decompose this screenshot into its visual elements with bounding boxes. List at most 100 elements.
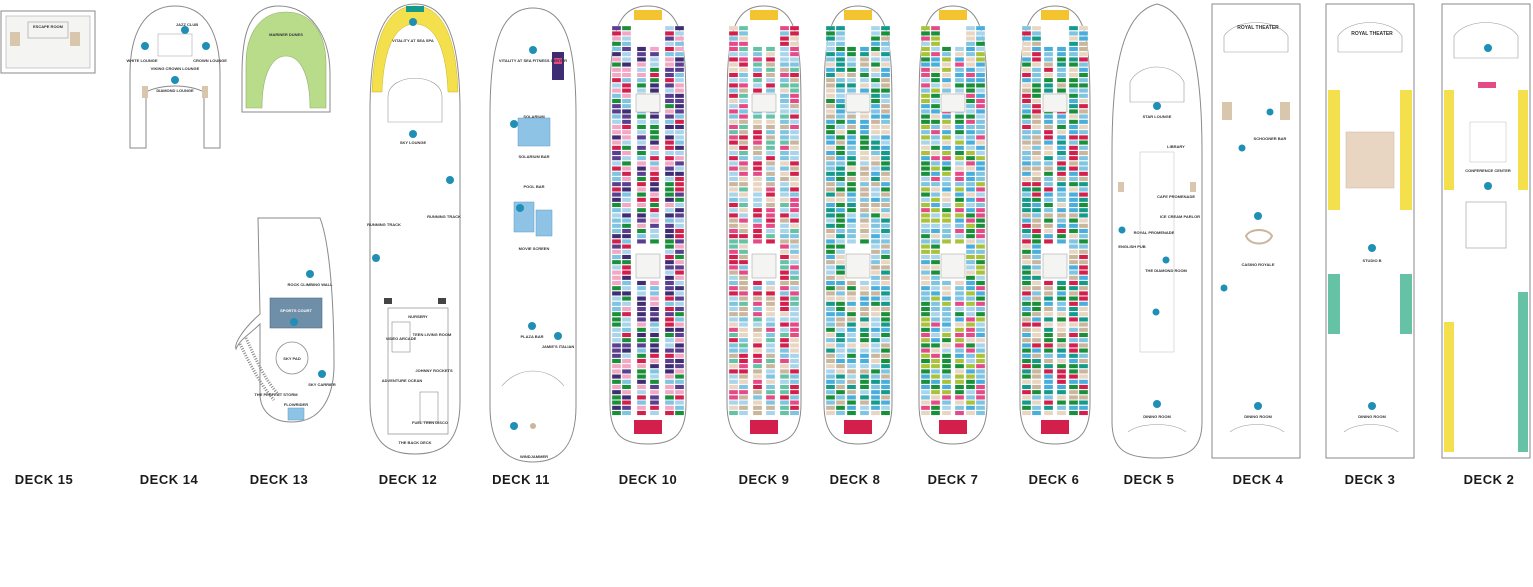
cabin[interactable] [880,197,891,203]
cabin[interactable] [870,249,881,255]
cabin[interactable] [636,145,647,151]
cabin[interactable] [765,46,776,52]
cabin[interactable] [1043,114,1054,119]
cabin[interactable] [920,311,931,317]
cabin[interactable] [649,155,660,161]
cabin[interactable] [728,176,739,182]
cabin[interactable] [1056,77,1067,83]
cabin[interactable] [649,187,660,192]
cabin[interactable] [636,124,647,130]
cabin[interactable] [870,353,881,359]
cabin[interactable] [920,270,931,275]
cabin[interactable] [954,187,965,192]
cabin[interactable] [728,285,739,291]
cabin[interactable] [664,374,675,379]
cabin[interactable] [611,145,622,151]
cabin[interactable] [954,197,965,203]
cabin[interactable] [728,129,739,135]
cabin[interactable] [664,353,675,359]
cabin[interactable] [859,192,870,197]
cabin[interactable] [765,166,776,171]
cabin[interactable] [738,93,749,99]
cabin[interactable] [920,67,931,73]
cabin[interactable] [1078,36,1089,41]
cabin[interactable] [752,405,763,411]
cabin[interactable] [859,317,870,322]
cabin[interactable] [920,103,931,109]
cabin[interactable] [975,109,986,114]
cabin[interactable] [870,291,881,296]
cabin[interactable] [1043,202,1054,208]
cabin[interactable] [835,67,846,73]
cabin[interactable] [1021,46,1032,52]
cabin[interactable] [789,93,800,99]
cabin[interactable] [870,36,881,41]
cabin[interactable] [825,285,836,291]
cabin[interactable] [965,46,976,52]
cabin[interactable] [1043,285,1054,291]
cabin[interactable] [1021,228,1032,234]
cabin[interactable] [859,155,870,161]
cabin[interactable] [789,228,800,234]
cabin[interactable] [975,161,986,166]
cabin[interactable] [954,322,965,327]
cabin[interactable] [859,363,870,369]
cabin[interactable] [611,181,622,187]
cabin[interactable] [611,93,622,99]
cabin[interactable] [738,181,749,187]
cabin[interactable] [1043,72,1054,78]
cabin[interactable] [859,197,870,203]
cabin[interactable] [870,254,881,260]
cabin[interactable] [835,41,846,47]
cabin[interactable] [738,62,749,67]
cabin[interactable] [1043,145,1054,151]
cabin[interactable] [664,67,675,73]
cabin[interactable] [621,155,632,161]
cabin[interactable] [611,379,622,385]
cabin[interactable] [880,187,891,192]
cabin[interactable] [975,145,986,151]
cabin[interactable] [674,322,685,327]
cabin[interactable] [941,353,952,359]
cabin[interactable] [1078,109,1089,114]
cabin[interactable] [1068,233,1079,239]
cabin[interactable] [752,322,763,327]
cabin[interactable] [738,244,749,249]
cabin[interactable] [930,410,941,416]
cabin[interactable] [975,358,986,364]
cabin[interactable] [846,202,857,208]
cabin[interactable] [975,181,986,187]
cabin[interactable] [965,228,976,234]
cabin[interactable] [846,327,857,333]
cabin[interactable] [621,233,632,239]
cabin[interactable] [1078,103,1089,109]
cabin[interactable] [1056,62,1067,67]
cabin[interactable] [621,296,632,301]
cabin[interactable] [636,88,647,93]
cabin[interactable] [621,317,632,322]
cabin[interactable] [870,265,881,270]
cabin[interactable] [1056,176,1067,182]
cabin[interactable] [870,259,881,265]
cabin[interactable] [636,223,647,229]
cabin[interactable] [779,166,790,171]
cabin[interactable] [880,348,891,353]
cabin[interactable] [880,249,891,255]
cabin[interactable] [636,395,647,400]
cabin[interactable] [835,291,846,296]
cabin[interactable] [1068,150,1079,156]
cabin[interactable] [920,369,931,374]
cabin[interactable] [975,192,986,197]
cabin[interactable] [765,317,776,322]
cabin[interactable] [649,389,660,395]
cabin[interactable] [870,244,881,249]
cabin[interactable] [738,166,749,171]
cabin[interactable] [789,358,800,364]
cabin[interactable] [859,285,870,291]
cabin[interactable] [1056,119,1067,125]
cabin[interactable] [752,358,763,364]
cabin[interactable] [664,239,675,244]
cabin[interactable] [965,197,976,203]
cabin[interactable] [846,213,857,218]
cabin[interactable] [1031,379,1042,385]
